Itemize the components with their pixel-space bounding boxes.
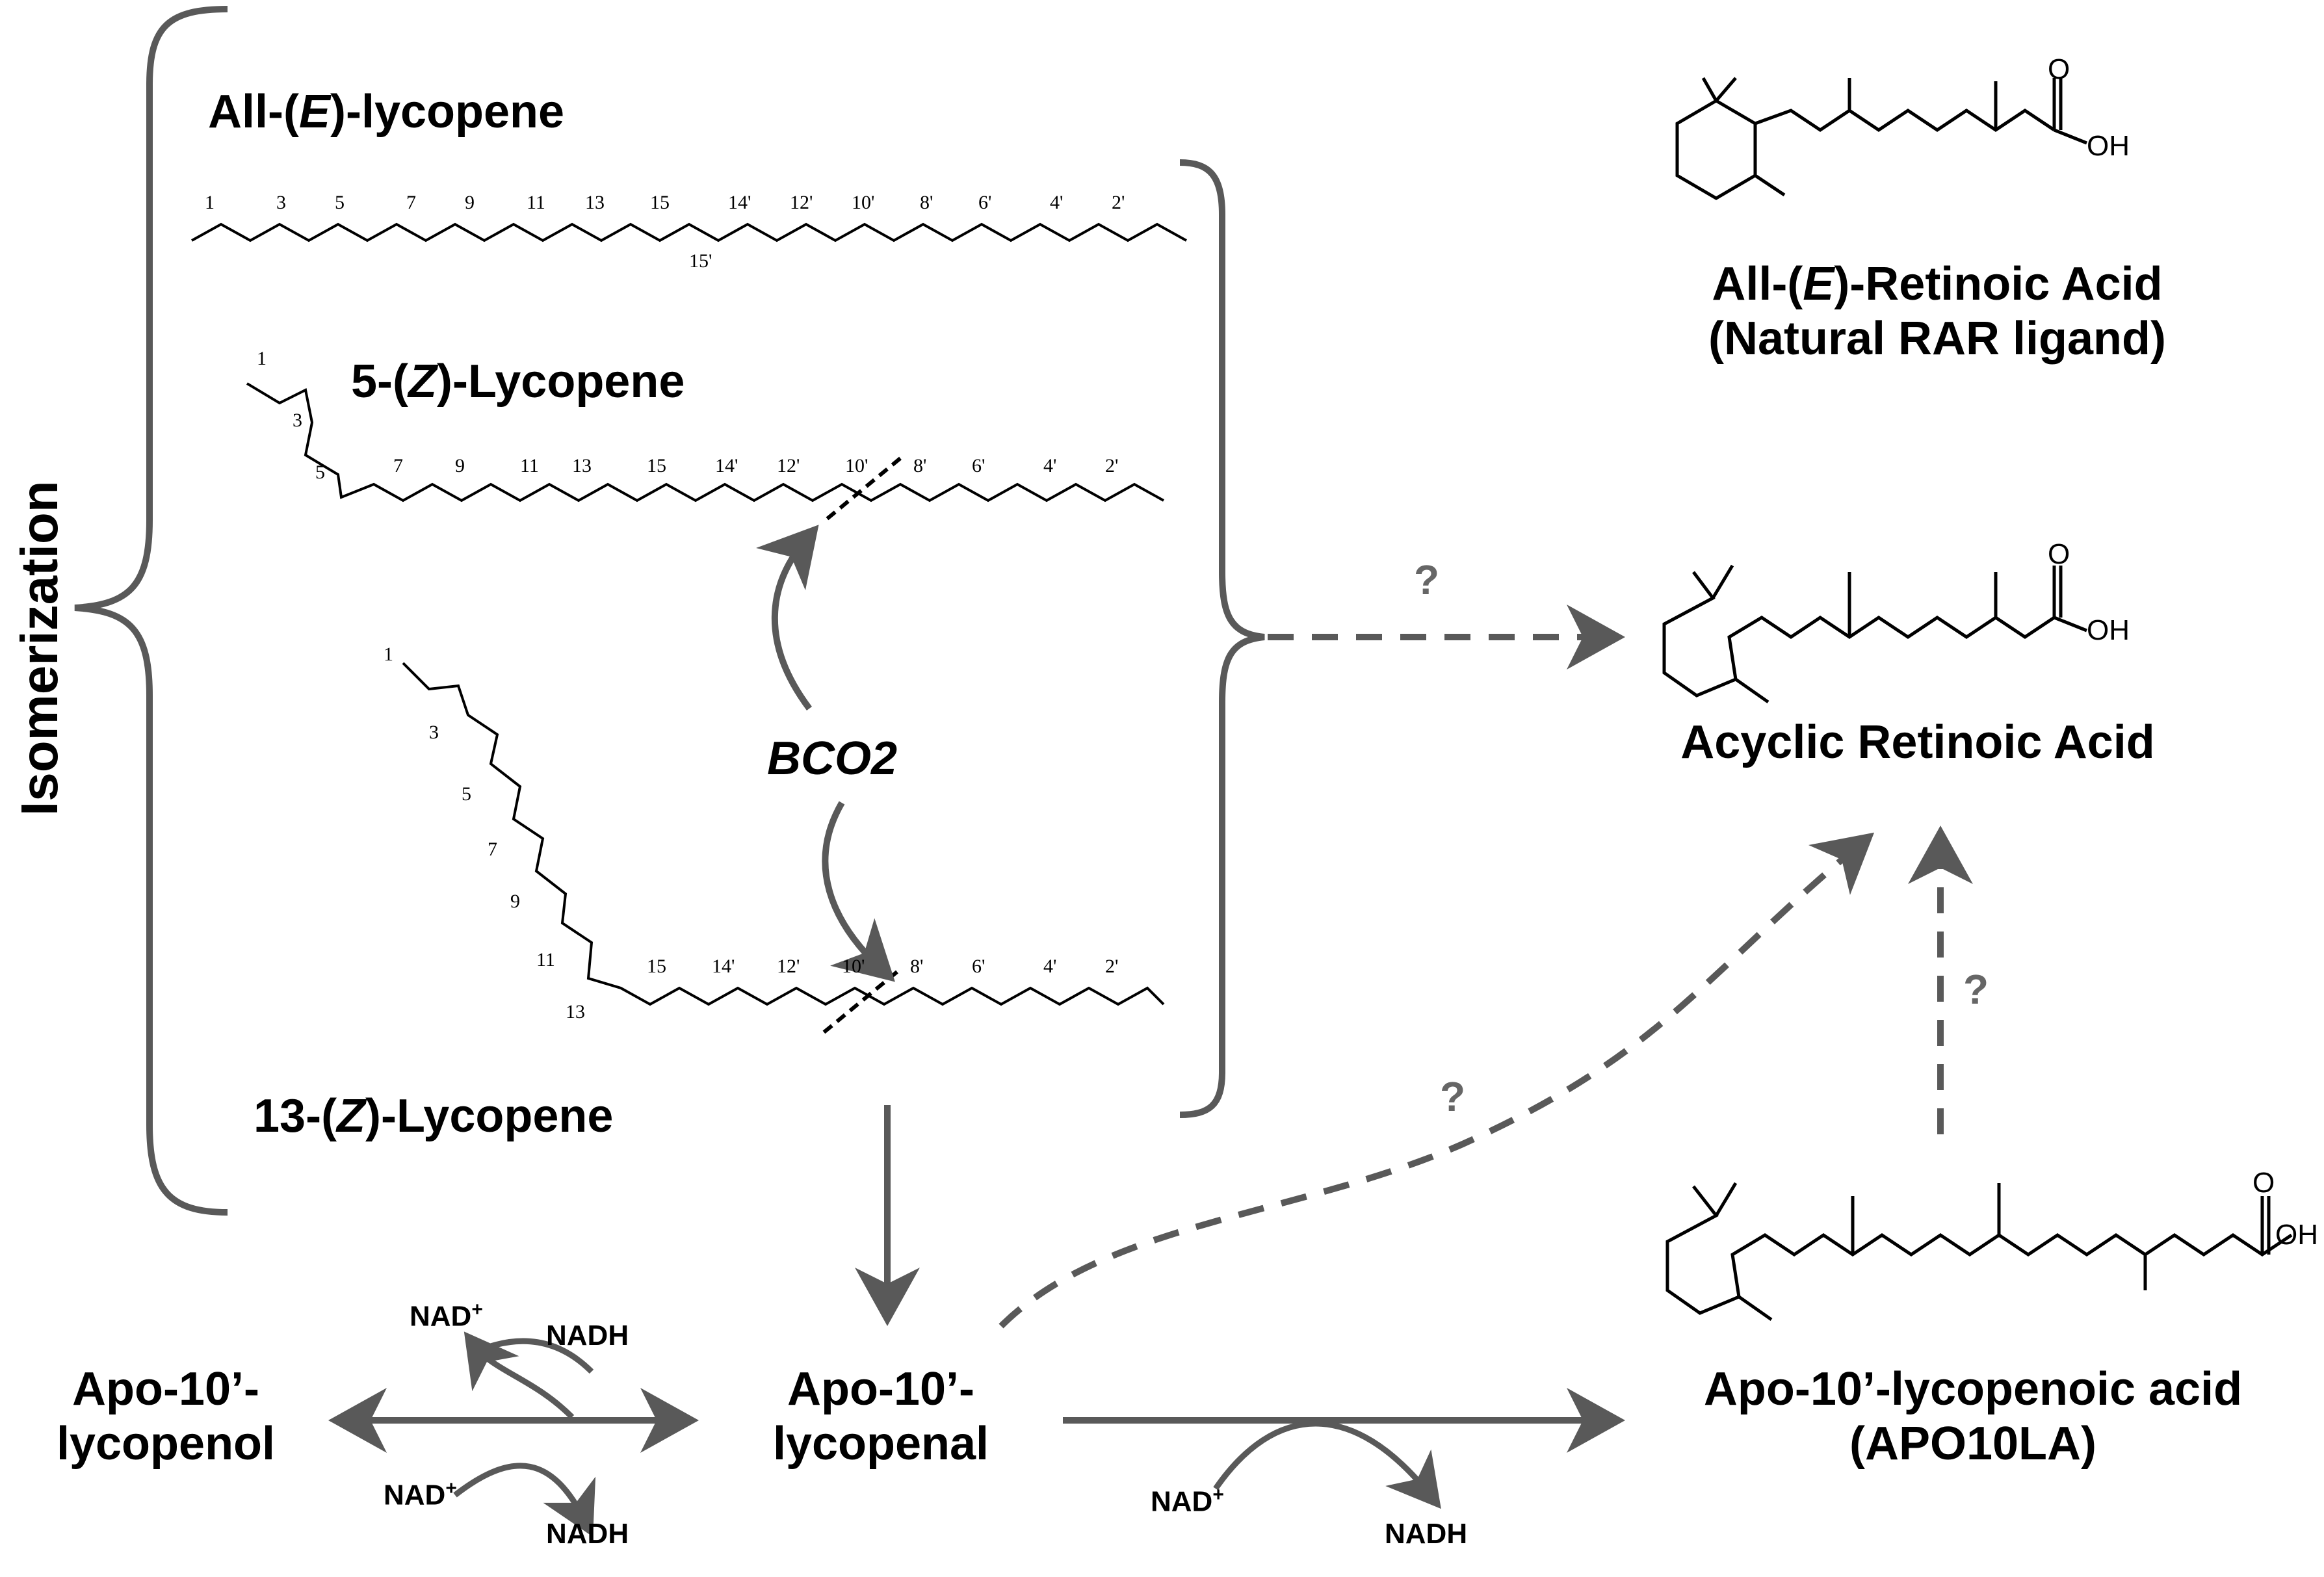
bco2-arrow-up xyxy=(755,525,819,710)
cofactor-arrow-upper-head xyxy=(463,1331,575,1420)
isomerization-label: Isomerization xyxy=(10,480,68,816)
bco2-arrow-down xyxy=(822,801,895,982)
nadh-apo10la: NADH xyxy=(1385,1518,1468,1550)
apo-lycopenol-label: Apo-10’- lycopenol xyxy=(56,1363,276,1470)
question-mark-apo10la-path: ? xyxy=(1963,966,1989,1013)
question-mark-lycopene-path: ? xyxy=(1414,556,1440,603)
apo-lycopenal-label: Apo-10’- lycopenal xyxy=(772,1363,989,1470)
z5-lycopene-structure xyxy=(246,382,1164,502)
bco2-enzyme-label: BCO2 xyxy=(767,733,898,785)
o-label-apo10la: O xyxy=(2252,1167,2275,1199)
left-brace xyxy=(74,6,228,1216)
o-label-ra: O xyxy=(2048,53,2070,85)
oh-label-ra: OH xyxy=(2087,130,2130,162)
z13-lycopene-label: 13-(Z)-Lycopene xyxy=(254,1090,614,1142)
all-e-lycopene-label: All-(E)-lycopene xyxy=(208,86,565,138)
oh-label-apo10la: OH xyxy=(2275,1219,2318,1251)
o-label-acyclic: O xyxy=(2048,538,2070,570)
nad-plus-lower: NAD+ xyxy=(384,1478,457,1511)
acyclic-retinoic-acid-structure xyxy=(1662,564,2087,704)
right-brace xyxy=(1179,159,1265,1118)
apo10la-label: Apo-10’-lycopenoic acid (APO10LA) xyxy=(1703,1363,2243,1470)
z5-lycopene-label: 5-(Z)-Lycopene xyxy=(351,356,685,408)
all-e-retinoic-acid-label: All-(E)-Retinoic Acid (Natural RAR ligan… xyxy=(1708,258,2167,365)
nad-plus-upper: NAD+ xyxy=(410,1299,483,1333)
dashed-arrow-lycopenal-to-acyclic xyxy=(999,832,1875,1329)
apo10la-structure xyxy=(1665,1182,2293,1322)
cofactor-arrow-apo10la xyxy=(1213,1420,1441,1509)
all-e-retinoic-acid-structure xyxy=(1675,77,2087,200)
question-mark-lycopenal-path: ? xyxy=(1440,1073,1466,1120)
z13-lycopene-structure xyxy=(402,662,1165,1006)
oh-label-acyclic: OH xyxy=(2087,614,2130,646)
cofactor-arrow-lower xyxy=(453,1463,596,1537)
nadh-lower: NADH xyxy=(546,1518,629,1550)
acyclic-retinoic-acid-label: Acyclic Retinoic Acid xyxy=(1680,716,2155,768)
nadh-upper: NADH xyxy=(546,1320,629,1351)
all-e-lycopene-structure xyxy=(191,222,1187,242)
nad-plus-apo10la: NAD+ xyxy=(1151,1484,1224,1518)
